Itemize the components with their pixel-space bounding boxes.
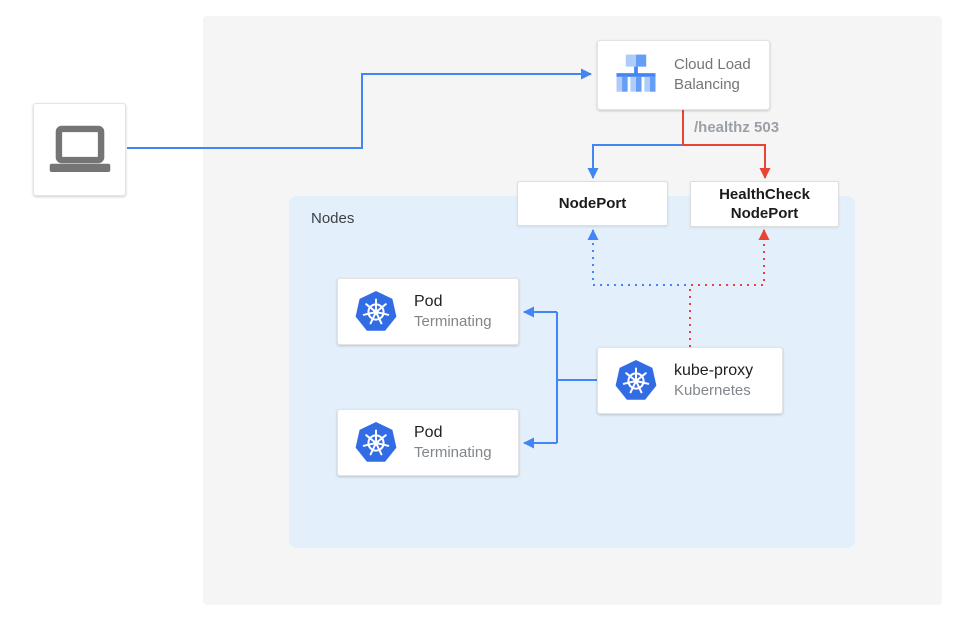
kube-proxy-text: kube-proxy Kubernetes: [674, 360, 753, 401]
kubernetes-icon: [355, 290, 397, 331]
nodes-group-label: Nodes: [311, 210, 355, 227]
pod-title: Pod: [414, 293, 443, 310]
cloud-load-balancing-icon: [616, 54, 656, 92]
kubernetes-icon: [615, 359, 657, 400]
laptop-icon: [49, 125, 110, 172]
pod-text: Pod Terminating: [414, 291, 492, 332]
pod-card-1: Pod Terminating: [337, 278, 519, 345]
edge-client-to-loadbalancer: [127, 68, 592, 149]
client-card: [33, 103, 126, 196]
kubernetes-icon: [355, 421, 397, 462]
healthz-status-label: /healthz 503: [694, 119, 780, 136]
nodeport-box: NodePort: [517, 181, 668, 226]
edge-kubeproxy-to-healthcheck-nodeport-dotted: [689, 229, 770, 347]
pod-card-2: Pod Terminating: [337, 409, 519, 476]
pod-text: Pod Terminating: [414, 422, 492, 463]
kube-proxy-card: kube-proxy Kubernetes: [597, 347, 783, 414]
edge-loadbalancer-to-healthcheck-nodeport: [682, 110, 771, 179]
kube-proxy-title: kube-proxy: [674, 362, 754, 379]
kube-proxy-subtitle: Kubernetes: [674, 382, 751, 399]
healthcheck-nodeport-label: HealthCheck NodePort: [719, 186, 810, 222]
pod-status: Terminating: [414, 444, 492, 461]
edge-kubeproxy-to-nodeport-dotted: [587, 229, 686, 286]
pod-status: Terminating: [414, 313, 492, 330]
nodeport-label: NodePort: [558, 195, 627, 212]
cloud-load-balancing-card: Cloud Load Balancing: [597, 40, 770, 110]
edge-loadbalancer-to-nodeport: [587, 144, 683, 179]
cloud-load-balancing-label: Cloud Load Balancing: [674, 56, 751, 93]
healthcheck-nodeport-box: HealthCheck NodePort: [690, 181, 839, 227]
pod-title: Pod: [414, 424, 443, 441]
